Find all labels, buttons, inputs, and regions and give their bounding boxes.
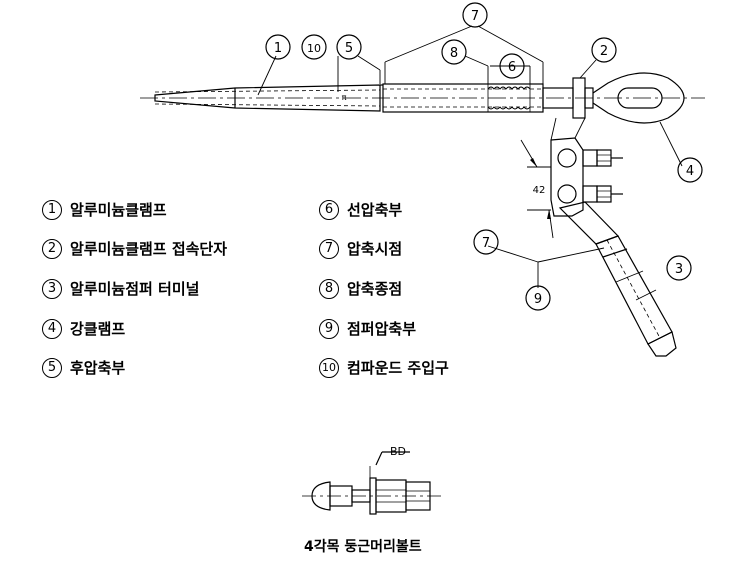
callout-numbers: 1 10 5 7 8 6 2 4 7 9 3 42 π BD bbox=[274, 9, 694, 458]
callout-7-top: 7 bbox=[471, 9, 479, 24]
legend-label: 알루미늄클램프 bbox=[70, 201, 167, 219]
aluminum-clamp bbox=[154, 84, 383, 112]
legend-number: 1 bbox=[42, 199, 62, 220]
callout-4: 4 bbox=[686, 164, 694, 179]
callout-8: 8 bbox=[450, 46, 458, 61]
legend-number: 2 bbox=[42, 238, 62, 259]
bolt-tag: BD bbox=[390, 445, 406, 458]
legend-number: 7 bbox=[319, 238, 339, 259]
legend-item-8: 8 압축종점 bbox=[319, 278, 402, 299]
callout-circles bbox=[265, 2, 703, 311]
legend-label: 압축시점 bbox=[347, 240, 403, 258]
legend-number: 4 bbox=[42, 318, 62, 339]
legend-label: 후압축부 bbox=[70, 359, 126, 377]
bolt-caption: 4각목 둥근머리볼트 bbox=[304, 539, 422, 555]
legend-number: 3 bbox=[42, 278, 62, 299]
terminal-tongue bbox=[550, 117, 586, 217]
legend-label: 강클램프 bbox=[70, 320, 126, 338]
legend-item-3: 3 알루미늄점퍼 터미널 bbox=[42, 278, 199, 299]
legend-number: 9 bbox=[319, 318, 339, 339]
legend-label: 알루미늄점퍼 터미널 bbox=[70, 280, 200, 298]
callout-7-lower: 7 bbox=[482, 236, 490, 251]
legend-label: 컴파운드 주입구 bbox=[347, 359, 449, 377]
callout-6: 6 bbox=[508, 60, 516, 75]
legend-label: 선압축부 bbox=[347, 201, 403, 219]
callout-10: 10 bbox=[307, 42, 321, 55]
callout-9: 9 bbox=[534, 292, 542, 307]
compound-port-mark: π bbox=[342, 93, 347, 102]
legend-label: 알루미늄클램프 접속단자 bbox=[70, 240, 228, 258]
dimension-label: 42 bbox=[533, 185, 546, 196]
compression-body bbox=[382, 83, 574, 113]
legend-item-5: 5 후압축부 bbox=[42, 357, 125, 378]
callout-5: 5 bbox=[345, 41, 353, 56]
legend-item-4: 4 강클램프 bbox=[42, 318, 125, 339]
legend-label: 점퍼압축부 bbox=[347, 320, 417, 338]
legend-label: 압축종점 bbox=[347, 280, 403, 298]
jumper-terminal bbox=[558, 201, 677, 357]
legend-item-1: 1 알루미늄클램프 bbox=[42, 199, 167, 220]
legend-number: 5 bbox=[42, 357, 62, 378]
legend-number: 6 bbox=[319, 199, 339, 220]
legend-number: 8 bbox=[319, 278, 339, 299]
steel-clamp-eye bbox=[592, 72, 685, 124]
callout-2: 2 bbox=[600, 44, 608, 59]
callout-1: 1 bbox=[274, 41, 282, 56]
callout-3: 3 bbox=[675, 262, 683, 277]
legend-item-10: 10 컴파운드 주입구 bbox=[319, 357, 449, 378]
carriage-bolt bbox=[302, 451, 444, 515]
legend-number: 10 bbox=[319, 357, 339, 378]
legend-item-2: 2 알루미늄클램프 접속단자 bbox=[42, 238, 227, 259]
legend-item-6: 6 선압축부 bbox=[319, 199, 402, 220]
legend-item-9: 9 점퍼압축부 bbox=[319, 318, 416, 339]
terminal-bolts bbox=[582, 149, 623, 203]
legend-item-7: 7 압축시점 bbox=[319, 238, 402, 259]
